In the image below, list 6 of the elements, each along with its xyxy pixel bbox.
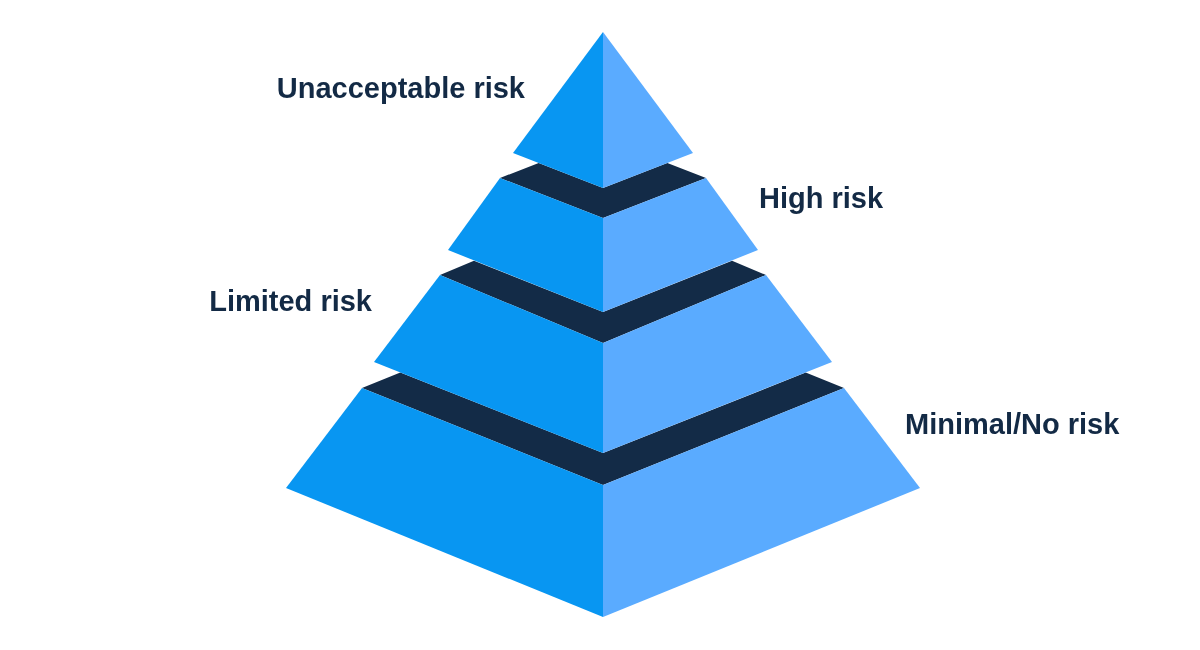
pyramid-tier	[374, 260, 832, 453]
tier-label: High risk	[759, 181, 884, 215]
tier-label: Unacceptable risk	[276, 71, 525, 105]
pyramid-tier	[448, 163, 758, 312]
tier-label: Minimal/No risk	[905, 407, 1120, 441]
tier-label: Limited risk	[209, 284, 372, 318]
